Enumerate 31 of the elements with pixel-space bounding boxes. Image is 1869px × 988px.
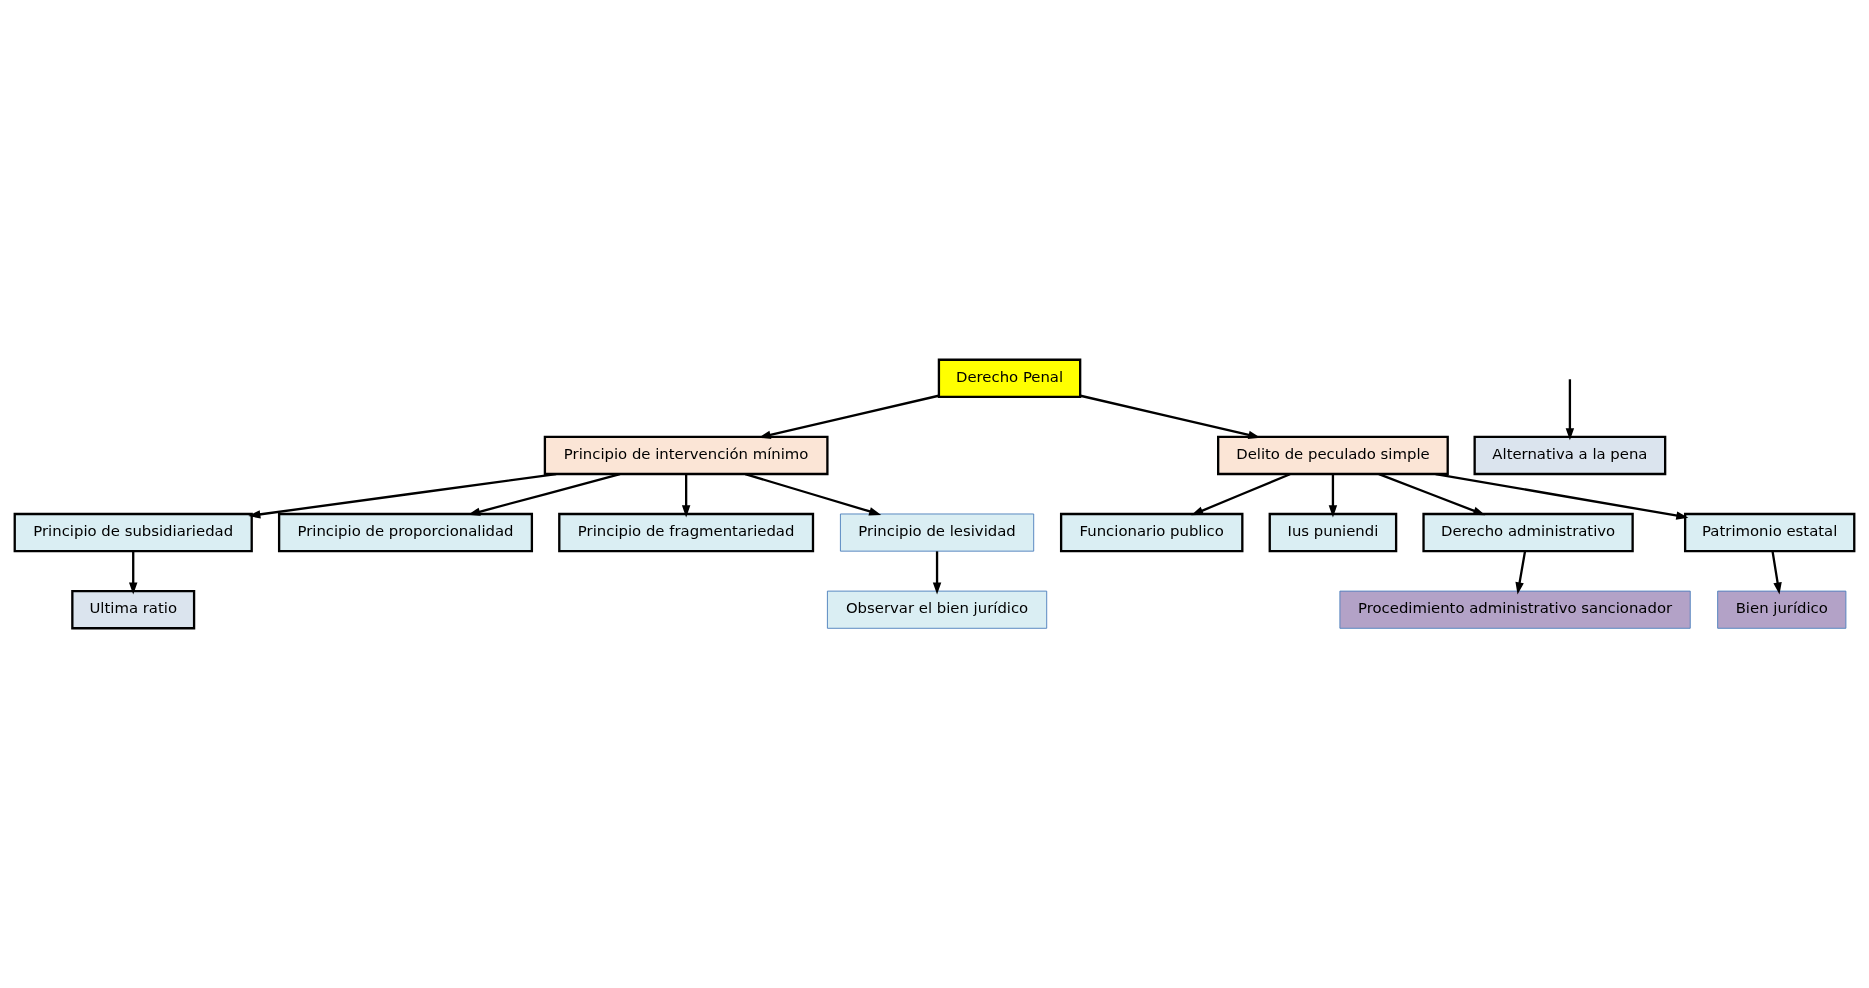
node-box: Procedimiento administrativo sancionador bbox=[1339, 590, 1691, 629]
arrow bbox=[129, 551, 138, 595]
arrow bbox=[1080, 394, 1261, 439]
arrow bbox=[758, 394, 939, 439]
arrow bbox=[1435, 472, 1689, 520]
node-box: Bien jurídico bbox=[1717, 590, 1847, 629]
node-box: Ultima ratio bbox=[71, 589, 196, 630]
arrow bbox=[1515, 551, 1527, 595]
node-box: Principio de fragmentariedad bbox=[558, 512, 815, 553]
arrow bbox=[1565, 379, 1575, 441]
node-box: Funcionario publico bbox=[1059, 512, 1244, 553]
arrow bbox=[744, 473, 882, 516]
node-box: Ius puniendi bbox=[1268, 512, 1398, 553]
arrow bbox=[468, 473, 621, 516]
arrow bbox=[1378, 473, 1486, 516]
node-box: Delito de peculado simple bbox=[1217, 435, 1449, 476]
node-box: Derecho administrativo bbox=[1422, 512, 1634, 553]
arrow bbox=[1328, 474, 1338, 518]
node-box: Principio de lesividad bbox=[839, 513, 1035, 552]
node-box: Alternativa a la pena bbox=[1473, 435, 1667, 476]
node-box: Patrimonio estatal bbox=[1684, 512, 1856, 553]
node-box: Principio de subsidiariedad bbox=[13, 512, 253, 553]
arrow bbox=[1771, 551, 1782, 595]
node-box: Observar el bien jurídico bbox=[826, 590, 1048, 629]
node-box: Derecho Penal bbox=[937, 358, 1082, 399]
arrow bbox=[248, 472, 557, 519]
node-box: Principio de proporcionalidad bbox=[277, 512, 534, 553]
arrow bbox=[681, 474, 691, 518]
arrow bbox=[1191, 473, 1291, 516]
node-box: Principio de intervención mínimo bbox=[543, 435, 829, 476]
arrow bbox=[932, 551, 942, 595]
